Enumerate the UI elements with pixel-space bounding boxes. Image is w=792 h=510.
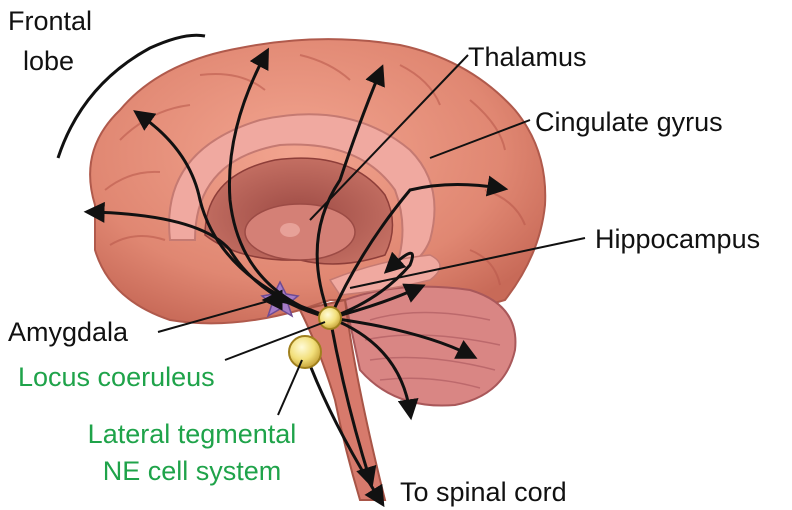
cerebellum xyxy=(345,287,515,406)
cingulate-gyrus-label: Cingulate gyrus xyxy=(535,105,723,139)
lateral-tegmental-nucleus xyxy=(289,336,321,368)
thalamus-label: Thalamus xyxy=(468,40,587,74)
locus-coeruleus-label: Locus coeruleus xyxy=(18,360,215,394)
lateral-tegmental-label-line2: NE cell system xyxy=(68,454,316,488)
thalamus-body xyxy=(245,204,355,260)
frontal-lobe-label-line2: lobe xyxy=(23,44,74,78)
small-nucleus xyxy=(280,223,300,237)
frontal-lobe-label-line1: Frontal xyxy=(8,4,92,38)
hippocampus-label: Hippocampus xyxy=(595,222,760,256)
spinal-cord-label: To spinal cord xyxy=(400,475,567,509)
locus-coeruleus-nucleus xyxy=(319,307,341,329)
amygdala-label: Amygdala xyxy=(8,315,128,349)
lateral-tegmental-label-line1: Lateral tegmental xyxy=(68,417,316,451)
